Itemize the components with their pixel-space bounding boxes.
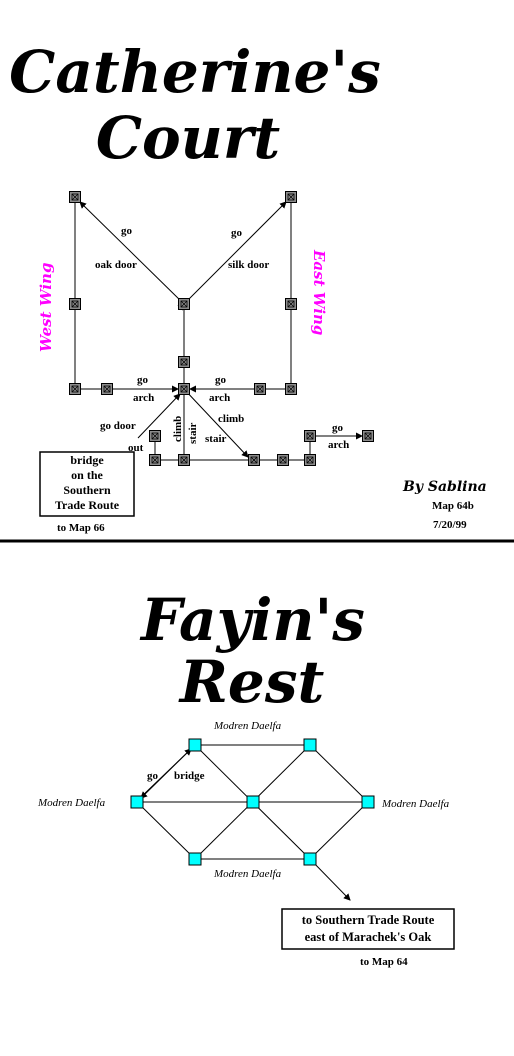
label-silk-door: silk door [228, 259, 269, 271]
room-center-upper[interactable] [178, 298, 190, 310]
map1-labels: go oak door go silk door go arch go arch… [95, 225, 349, 454]
exit-box-line-3: Southern [63, 483, 111, 497]
room-west-arch[interactable] [101, 383, 113, 395]
room-lower-2[interactable] [178, 454, 190, 466]
room-east-top[interactable] [285, 191, 297, 203]
label-go-right: go [231, 227, 243, 239]
author-credit: By Sablina [402, 479, 487, 495]
room-center[interactable] [246, 795, 260, 809]
room-west-top[interactable] [69, 191, 81, 203]
exit-box-line-4: Trade Route [55, 498, 120, 512]
room-lower-4[interactable] [277, 454, 289, 466]
map2-exit-box[interactable]: to Southern Trade Route east of Marachek… [281, 908, 455, 950]
room-lower-3[interactable] [248, 454, 260, 466]
label-left-area: Modren Daelfa [37, 797, 106, 809]
west-wing-label: West Wing [37, 263, 55, 352]
exit-box-line-1: bridge [70, 453, 104, 467]
label-arch-right: arch [209, 392, 230, 404]
label-go-arch-right: go [215, 374, 227, 386]
map2-title-line2: Rest [178, 648, 325, 716]
exit-box-line-2: on the [71, 468, 103, 482]
map2-exit-link[interactable]: to Map 64 [360, 956, 408, 968]
map2-exit-line-1: to Southern Trade Route [302, 913, 435, 927]
room-east-mid[interactable] [285, 298, 297, 310]
room-top-left[interactable] [188, 738, 202, 752]
map2-labels: Modren Daelfa Modren Daelfa Modren Daelf… [37, 720, 450, 880]
label-oak-door: oak door [95, 259, 137, 271]
room-east-arch[interactable] [254, 383, 266, 395]
room-top-right[interactable] [303, 738, 317, 752]
room-bottom-right[interactable] [303, 852, 317, 866]
room-center-mid[interactable] [178, 356, 190, 368]
room-west-bottom[interactable] [69, 383, 81, 395]
label-climb-vertical: climb [172, 416, 184, 442]
label-out: out [128, 442, 144, 454]
label-climb-diagonal: climb [218, 413, 244, 425]
room-left[interactable] [130, 795, 144, 809]
label-go-arch-far: go [332, 422, 344, 434]
label-bridge: bridge [174, 770, 205, 782]
map1-exit-box[interactable]: bridge on the Southern Trade Route [39, 451, 135, 517]
label-go-arch-left: go [137, 374, 149, 386]
label-stair-vertical: stair [187, 423, 199, 445]
map1-exit-link[interactable]: to Map 66 [57, 522, 105, 534]
map-date: 7/20/99 [433, 519, 467, 531]
label-arch-far: arch [328, 439, 349, 451]
label-top-area: Modren Daelfa [213, 720, 282, 732]
map1-title-line2: Court [96, 104, 281, 172]
label-go-door: go door [100, 420, 136, 432]
room-hub[interactable] [178, 383, 190, 395]
label-right-area: Modren Daelfa [381, 798, 450, 810]
room-door[interactable] [149, 430, 161, 442]
map2-title-line1: Fayin's [139, 586, 365, 654]
room-right[interactable] [361, 795, 375, 809]
room-east-bottom[interactable] [285, 383, 297, 395]
room-far-west[interactable] [304, 430, 316, 442]
map2-exit-line-2: east of Marachek's Oak [305, 930, 432, 944]
map-id: Map 64b [432, 500, 474, 512]
room-bottom-left[interactable] [188, 852, 202, 866]
label-stair-diagonal: stair [205, 433, 227, 445]
east-wing-label: East Wing [310, 249, 328, 335]
map1-title-line1: Catherine's [9, 38, 381, 106]
label-bottom-area: Modren Daelfa [213, 868, 282, 880]
label-go-left: go [121, 225, 133, 237]
room-lower-1[interactable] [149, 454, 161, 466]
room-far-east[interactable] [362, 430, 374, 442]
label-go: go [147, 770, 159, 782]
room-west-mid[interactable] [69, 298, 81, 310]
map2-rooms [130, 738, 375, 866]
label-arch-left: arch [133, 392, 154, 404]
room-lower-5[interactable] [304, 454, 316, 466]
